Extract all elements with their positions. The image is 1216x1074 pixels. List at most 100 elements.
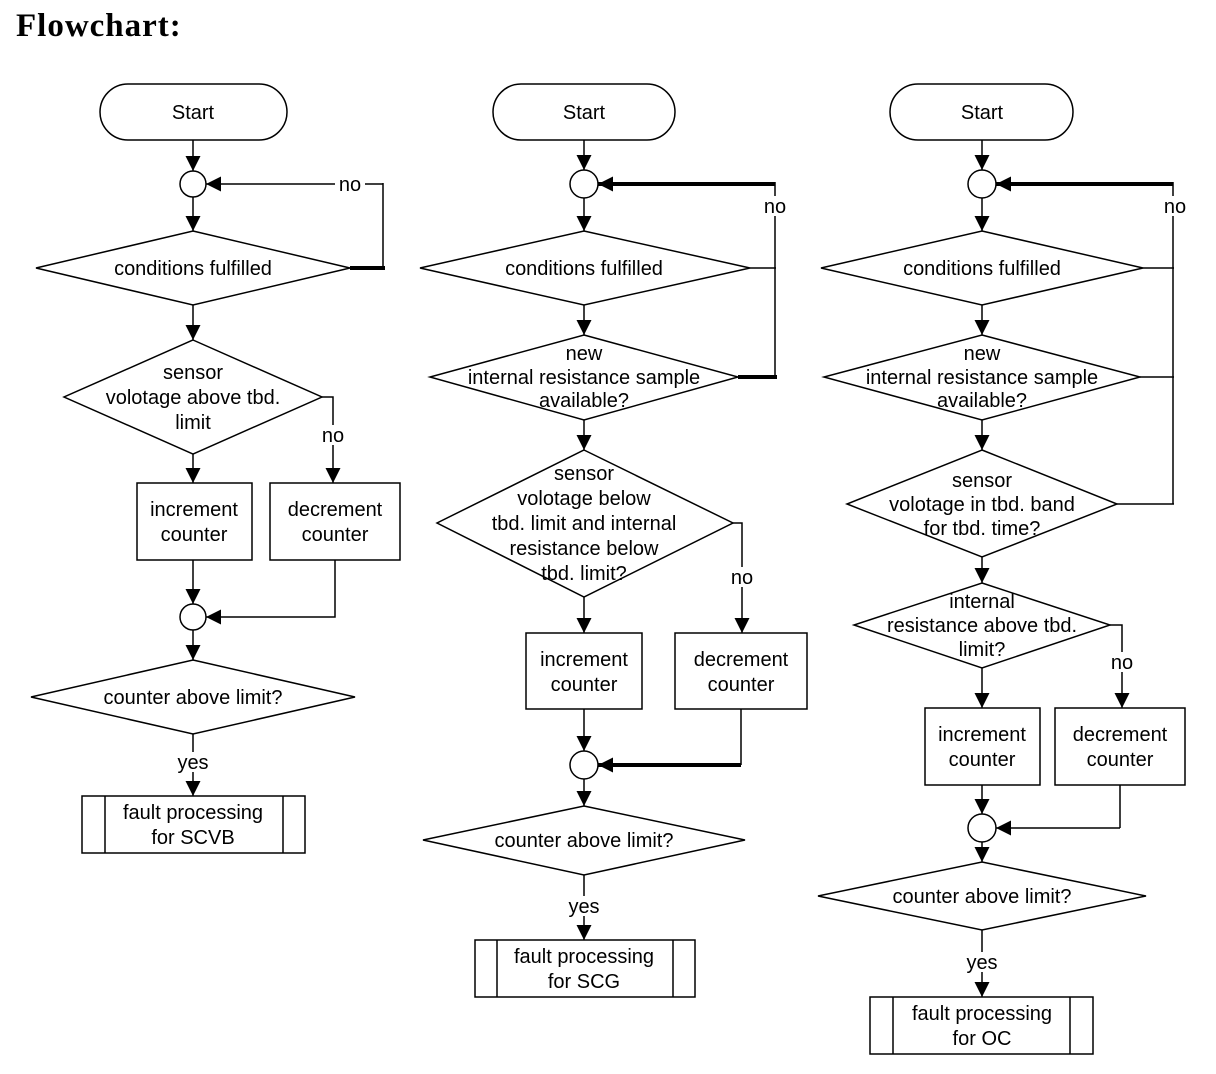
decision-new-sample xyxy=(821,334,1143,421)
start-label: Start xyxy=(172,102,215,124)
sensor-no-label: no xyxy=(322,425,344,447)
loop-no-label: no xyxy=(339,174,361,196)
fault-label-1: fault processing xyxy=(123,802,263,824)
yes-label-bg xyxy=(565,896,603,916)
decision-conditions xyxy=(419,230,751,306)
merge-junction xyxy=(569,750,599,780)
sensor-no-label-bg xyxy=(727,567,757,587)
flowchart-scvb: Start no conditions fulfilled sensor vol… xyxy=(30,83,401,854)
page-title: Flowchart: xyxy=(16,8,182,44)
decision-sensor-line-3: for tbd. time? xyxy=(924,518,1041,540)
decrement-to-merge-line xyxy=(206,560,336,625)
decision-sensor-line-1: sensor xyxy=(952,470,1012,492)
loop-no-label-bg xyxy=(335,174,365,194)
decision-counter-label: counter above limit? xyxy=(104,687,283,709)
process-increment-counter xyxy=(136,482,253,561)
start-label: Start xyxy=(961,102,1004,124)
decrement-label-1: decrement xyxy=(1073,724,1168,746)
decision-sensor-line-2: volotage below xyxy=(517,488,651,510)
fault-label-1: fault processing xyxy=(912,1003,1052,1025)
decision-counter-limit xyxy=(422,805,746,876)
decision-counter-label: counter above limit? xyxy=(893,886,1072,908)
fault-label-2: for SCVB xyxy=(151,827,234,849)
process-increment-counter xyxy=(525,632,643,710)
decrement-label-2: counter xyxy=(302,524,369,546)
loop-junction xyxy=(569,169,599,199)
decision-sensor-line-2: volotage in tbd. band xyxy=(889,494,1075,516)
fault-label-2: for OC xyxy=(953,1028,1012,1050)
process-increment-counter xyxy=(924,707,1041,786)
decrement-label-2: counter xyxy=(708,674,775,696)
sensor-no-branch-line xyxy=(322,396,341,483)
increment-label-1: increment xyxy=(150,499,238,521)
decision-sample-line-1: new xyxy=(964,343,1001,365)
decision-sensor-line-5: tbd. limit? xyxy=(541,563,627,585)
loop-no-label-bg xyxy=(1160,196,1190,216)
decision-conditions-label: conditions fulfilled xyxy=(903,258,1061,280)
process-decrement-counter xyxy=(1054,707,1186,786)
merge-junction xyxy=(179,603,207,631)
process-decrement-counter xyxy=(269,482,401,561)
decision-sensor-line-3: limit xyxy=(175,412,211,434)
yes-label-bg xyxy=(174,752,212,772)
decision-counter-limit xyxy=(817,861,1147,931)
loop-no-label: no xyxy=(764,196,786,218)
increment-label-2: counter xyxy=(161,524,228,546)
decision-internal-line-1: internal xyxy=(949,591,1015,613)
start-label: Start xyxy=(563,102,606,124)
decision-conditions-label: conditions fulfilled xyxy=(505,258,663,280)
decrement-label-1: decrement xyxy=(694,649,789,671)
decision-internal-line-3: limit? xyxy=(959,639,1006,661)
increment-label-1: increment xyxy=(938,724,1026,746)
increment-label-1: increment xyxy=(540,649,628,671)
decision-sample-line-3: available? xyxy=(937,390,1027,412)
decision-sample-line-2: internal resistance sample xyxy=(866,367,1098,389)
decision-sample-line-3: available? xyxy=(539,390,629,412)
decision-sensor-line-4: resistance below xyxy=(510,538,660,560)
internal-no-label-bg xyxy=(1107,652,1137,672)
merge-junction xyxy=(967,813,997,843)
yes-label: yes xyxy=(177,752,208,774)
yes-label-bg xyxy=(963,952,1001,972)
flowchart-scg: Start no conditions fulfilled new intern… xyxy=(419,83,808,998)
sensor-no-label: no xyxy=(731,567,753,589)
decision-sample-line-2: internal resistance sample xyxy=(468,367,700,389)
decrement-label-2: counter xyxy=(1087,749,1154,771)
flowchart-oc: Start no conditions fulfilled new intern… xyxy=(817,83,1190,1055)
decrement-label-1: decrement xyxy=(288,499,383,521)
predefined-fault-processing xyxy=(869,996,1094,1055)
start-terminator xyxy=(492,83,676,141)
process-decrement-counter xyxy=(674,632,808,710)
internal-no-label: no xyxy=(1111,652,1133,674)
loop-junction xyxy=(179,170,207,198)
loop-junction xyxy=(967,169,997,199)
decision-conditions xyxy=(35,230,351,306)
fault-label-2: for SCG xyxy=(548,971,620,993)
increment-label-2: counter xyxy=(949,749,1016,771)
decision-sensor-voltage xyxy=(62,339,324,455)
yes-label: yes xyxy=(568,896,599,918)
decision-sensor-line-1: sensor xyxy=(554,463,614,485)
decision-internal-resistance xyxy=(851,582,1113,669)
decision-counter-label: counter above limit? xyxy=(495,830,674,852)
increment-label-2: counter xyxy=(551,674,618,696)
decision-internal-line-2: resistance above tbd. xyxy=(887,615,1077,637)
internal-no-branch-line xyxy=(1110,624,1130,708)
decision-sensor-line-1: sensor xyxy=(163,362,223,384)
sensor-no-branch-line xyxy=(733,522,750,633)
predefined-fault-processing xyxy=(474,939,696,998)
decision-new-sample xyxy=(427,334,741,421)
decision-conditions-label: conditions fulfilled xyxy=(114,258,272,280)
sensor-no-label-bg xyxy=(318,425,348,445)
predefined-fault-processing xyxy=(81,795,306,854)
yes-label: yes xyxy=(966,952,997,974)
fault-label-1: fault processing xyxy=(514,946,654,968)
start-terminator xyxy=(99,83,288,141)
decision-sample-line-1: new xyxy=(566,343,603,365)
decision-sensor-voltage xyxy=(844,449,1120,558)
decision-sensor-voltage xyxy=(435,449,735,598)
decision-counter-limit xyxy=(30,659,356,735)
decision-sensor-line-3: tbd. limit and internal xyxy=(492,513,677,535)
loop-no-label-bg xyxy=(760,196,790,216)
